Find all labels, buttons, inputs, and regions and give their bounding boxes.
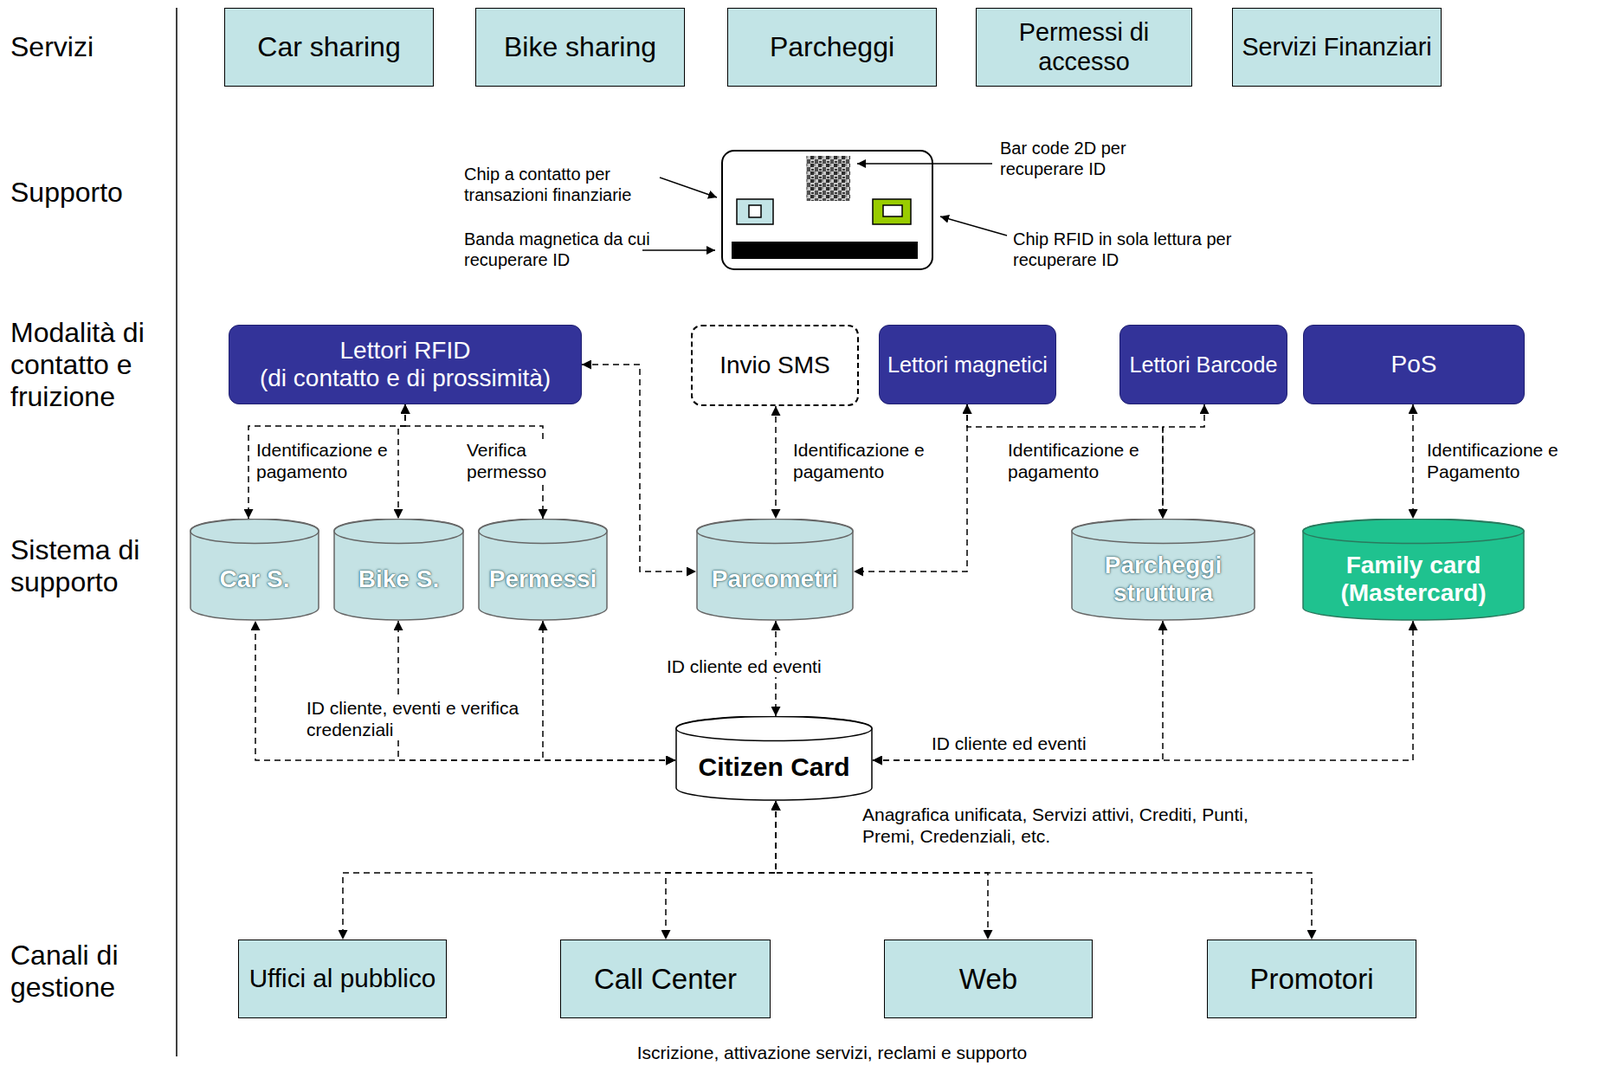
edge-label: Identificazione e Pagamento [1424,438,1562,483]
dashed-connector [1162,404,1205,519]
node-text: Promotori [1249,962,1374,996]
leader-line [940,216,1007,236]
magnetic-band [731,241,918,259]
channel-box: PoS [1303,324,1525,405]
dashed-connector [398,404,406,519]
dashed-connector [248,404,406,519]
leader-line [857,162,993,165]
leader-line [642,249,716,252]
edge-label: Identificazione e pagamento [253,438,392,483]
database-cylinder: Bike S. [333,518,465,621]
barcode-2d [806,155,851,201]
node-text: Bike sharing [503,31,657,64]
rfid-chip [872,199,911,225]
node-text: (di contatto e di prossimità) [259,364,551,393]
rfid-chip-inner [883,205,903,217]
node-text: Car S. [219,565,291,594]
contact-chip-inner [748,205,762,218]
service-box: Promotori [1206,939,1417,1019]
annotation: Banda magnetica da cui recuperare ID [464,228,652,271]
node-text: Servizi Finanziari [1241,32,1432,62]
channel-box-dashed: Invio SMS [690,324,859,407]
database-cylinder: Car S. [189,518,320,621]
annotation: Chip RFID in sola lettura per recuperare… [1012,228,1233,271]
node-text: PoS [1391,350,1438,379]
service-box: Web [883,939,1093,1019]
annotation: Bar code 2D per recuperare ID [1000,137,1128,180]
node-text: Lettori Barcode [1129,352,1278,378]
node-text: Family card (Mastercard) [1309,551,1518,607]
annotation: Iscrizione, attivazione servizi, reclami… [529,1041,1136,1064]
annotation: Chip a contatto per transazioni finanzia… [464,163,633,206]
dashed-connector [775,800,1312,940]
node-text: Invio SMS [719,351,831,380]
node-text: Bike S. [358,565,439,594]
row-heading: Sistema di supporto [10,534,142,599]
edge-label: Identificazione e pagamento [790,438,929,483]
service-box: Uffici al pubblico [238,939,447,1019]
row-heading: Modalità di contatto e fruizione [10,316,146,413]
service-box: Car sharing [224,7,434,87]
divider-line [175,7,178,1057]
edge-label: ID cliente ed eventi [664,655,826,678]
dashed-connector [342,800,776,940]
contact-chip [736,199,774,225]
database-cylinder: Citizen Card [675,716,873,801]
edge-label: Verifica permesso [464,438,551,483]
channel-box: Lettori magnetici [878,324,1057,405]
service-box: Call Center [560,939,771,1019]
row-heading: Servizi [10,31,96,64]
node-text: Car sharing [257,31,400,64]
node-text: Web [959,962,1018,996]
card-outline [722,150,933,270]
node-text: Uffici al pubblico [249,963,437,994]
dashed-connector [872,620,1163,761]
service-box: Parcheggi [727,7,937,87]
node-text: Parcheggi [769,31,895,64]
database-cylinder: Parcheggi struttura [1070,518,1256,621]
channel-box: Lettori RFID(di contatto e di prossimità… [228,324,582,405]
annotation: Anagrafica unificata, Servizi attivi, Cr… [862,803,1250,847]
service-box: Bike sharing [475,7,685,87]
node-text: Parcheggi struttura [1077,551,1249,607]
dashed-connector [967,404,1163,519]
node-text: Permessi di accesso [983,18,1185,76]
node-text: Permessi [489,565,598,594]
service-box: Permessi di accesso [975,7,1193,87]
channel-box: Lettori Barcode [1119,324,1288,405]
database-cylinder: Parcometri [696,518,854,621]
leader-line [659,177,717,198]
database-cylinder: Family card (Mastercard) [1302,518,1525,621]
dashed-connector [542,620,676,761]
dashed-connector [1412,404,1414,519]
edge-label: Identificazione e pagamento [1005,438,1143,483]
row-heading: Supporto [10,176,124,209]
dashed-connector [853,404,968,572]
edge-label: ID cliente, eventi e verifica credenzial… [303,696,523,741]
node-text: Citizen Card [697,752,850,783]
service-box: Servizi Finanziari [1232,7,1442,87]
edge-label: ID cliente ed eventi [929,732,1091,755]
row-heading: Canali di gestione [10,939,120,1004]
dashed-connector [872,620,1413,761]
dashed-connector [665,800,776,940]
node-text: Call Center [593,962,737,996]
node-text: Lettori magnetici [887,352,1048,378]
node-text: Lettori RFID [340,336,471,365]
dashed-connector [255,620,676,761]
node-text: Parcometri [711,565,839,594]
database-cylinder: Permessi [477,518,608,621]
dashed-connector [774,406,777,519]
